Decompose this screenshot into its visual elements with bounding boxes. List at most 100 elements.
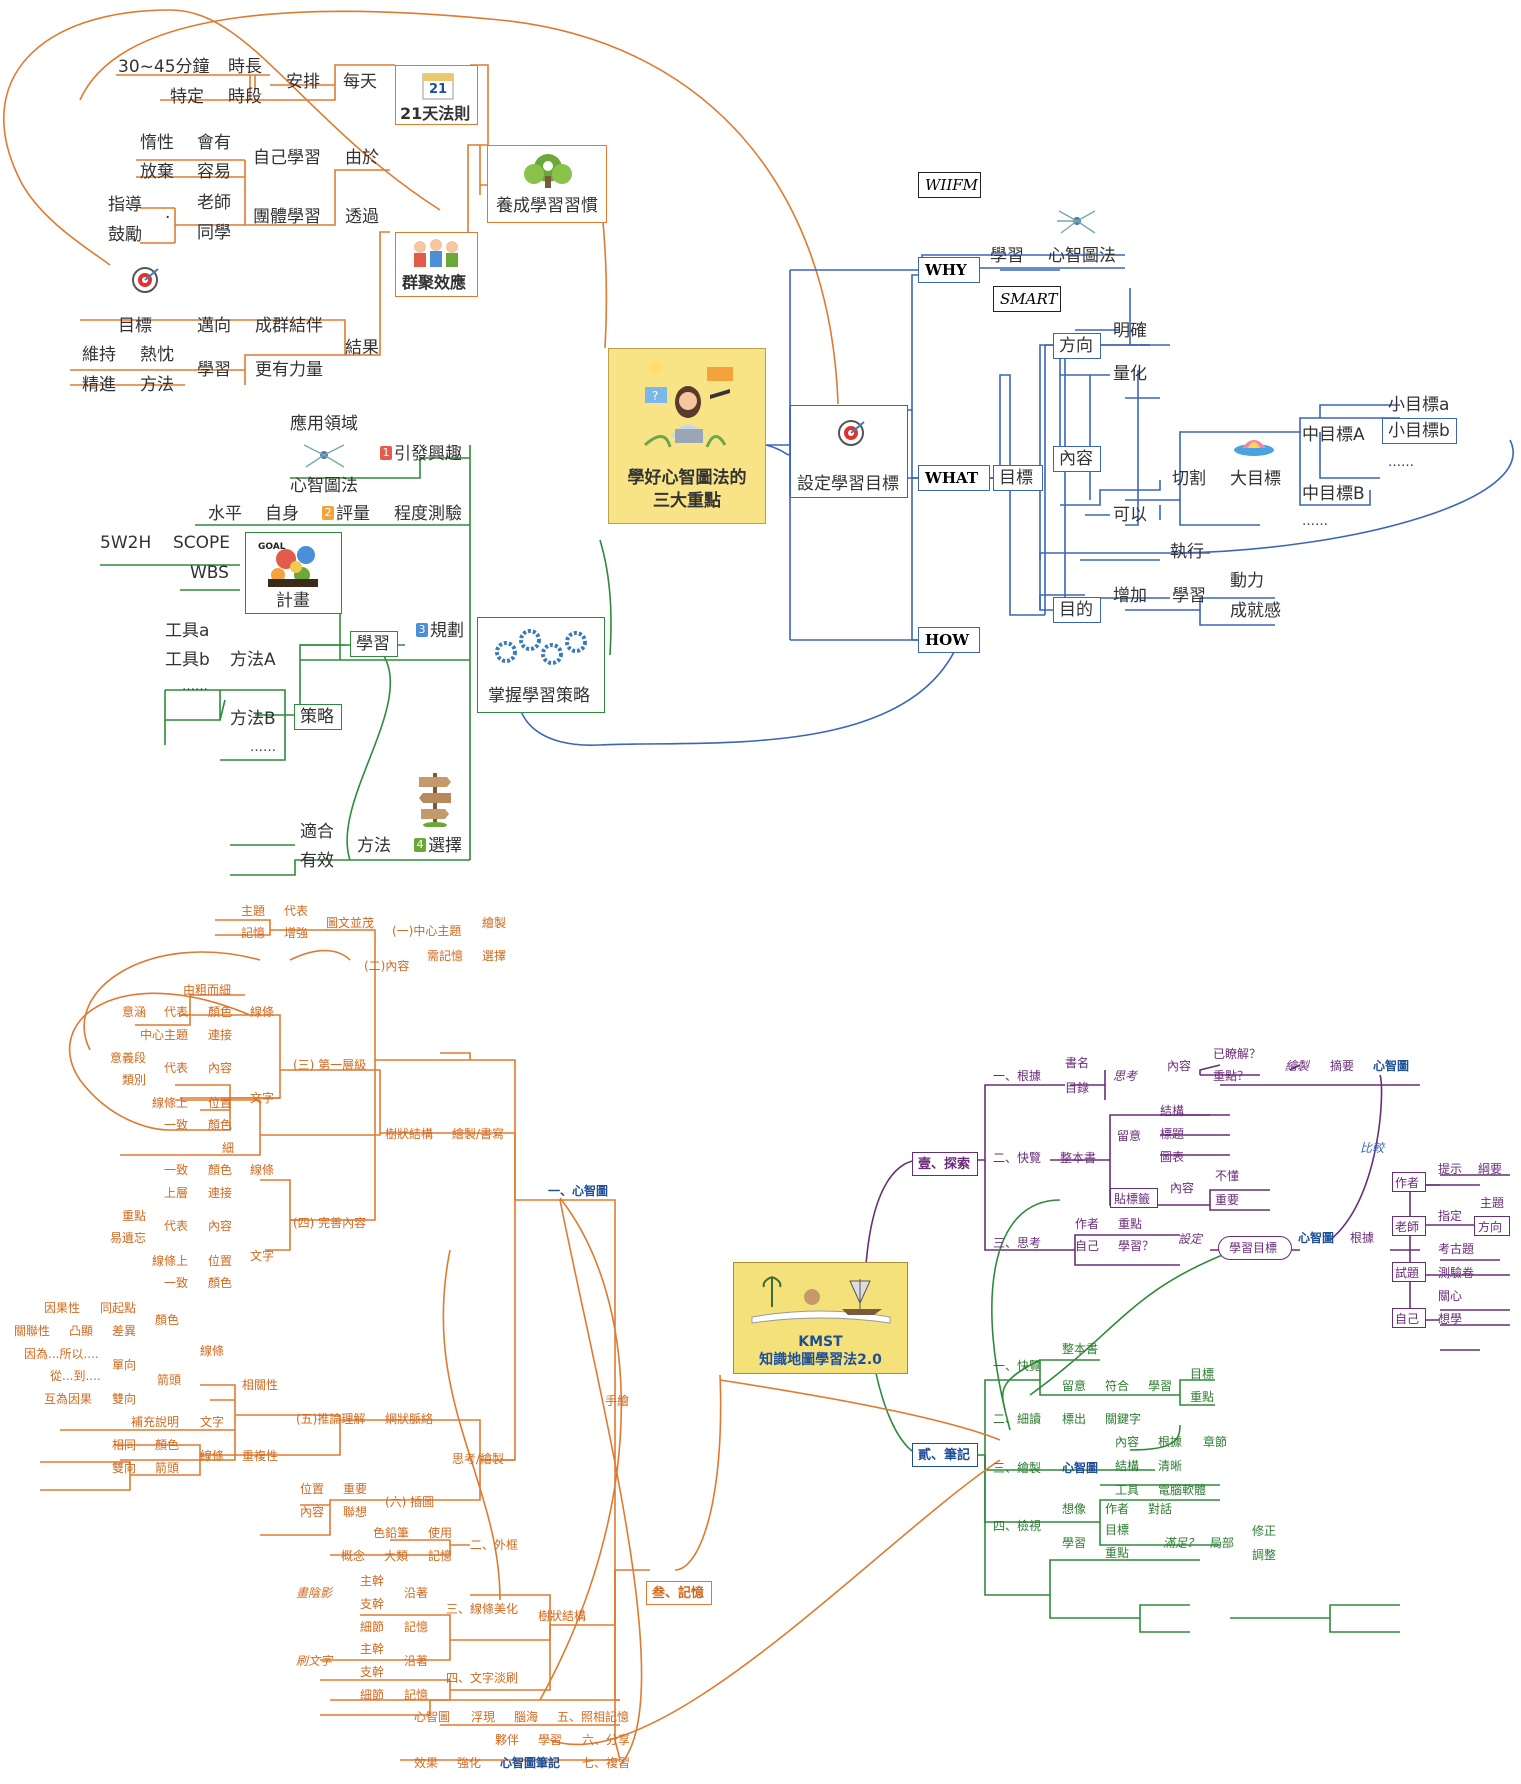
m-from-to: 從...到....	[50, 1369, 101, 1383]
m-draw: 繪製	[482, 916, 507, 930]
m-hand: 手繪	[605, 1394, 630, 1408]
strategy-title: 掌握學習策略	[488, 686, 590, 706]
bookname: 書名	[1065, 1056, 1090, 1070]
m-complete: (四) 完善內容	[293, 1216, 367, 1230]
self2: 自己	[1395, 1312, 1420, 1326]
rule21-title: 21天法則	[400, 104, 471, 123]
center-topic-map2[interactable]: KMST 知識地圖學習法2.0	[733, 1262, 908, 1374]
m-color2: 顏色	[208, 1118, 233, 1132]
group-people-icon	[414, 239, 458, 267]
m-consistent3: 一致	[164, 1276, 189, 1290]
m-thin: 細	[222, 1141, 235, 1155]
increase: 增加	[1113, 586, 1147, 606]
self-learning: 自己學習	[253, 148, 321, 168]
passion: 熱忱	[140, 345, 174, 365]
cluster-node[interactable]: 群聚效應	[395, 232, 478, 297]
n-review-label: 四、檢視	[993, 1519, 1042, 1533]
direction2: 方向	[1478, 1220, 1503, 1234]
s5w2h: 5W2H	[100, 533, 152, 553]
maintain: 維持	[82, 345, 116, 365]
wiifm-label: WIIFM	[925, 176, 979, 194]
target-icon	[132, 267, 159, 293]
m-partner: 夥伴	[495, 1733, 520, 1747]
every-day: 每天	[343, 72, 377, 92]
effective: 有效	[300, 851, 334, 871]
evaluate-label: 評量	[336, 504, 370, 524]
m-represent2: 代表	[164, 1005, 189, 1019]
strategy-node[interactable]: 掌握學習策略	[477, 617, 605, 713]
m-convex: 凸顯	[69, 1324, 94, 1338]
n-mindmap: 心智圖	[1062, 1461, 1099, 1475]
target-arrow-icon	[838, 420, 865, 446]
explore-node[interactable]: 壹、探索	[912, 1152, 978, 1176]
lazy: 惰性	[140, 133, 174, 153]
result: 結果	[345, 338, 379, 358]
notes-node[interactable]: 貳、筆記	[912, 1443, 978, 1467]
open-book-ship-icon	[751, 1276, 891, 1324]
memory-title: 叁、記憶	[652, 1586, 705, 1601]
learn: 學習	[197, 360, 231, 380]
n-partial: 局部	[1210, 1536, 1235, 1550]
wiifm-tag: WIIFM	[918, 172, 981, 198]
learning-goal-node[interactable]: 學習目標	[1218, 1236, 1292, 1260]
learn-node[interactable]: 學習	[350, 631, 398, 657]
purpose-node[interactable]: 目的	[1053, 597, 1101, 623]
m-arrow1: 箭頭	[157, 1373, 182, 1387]
m-illustration: (六) 插圖	[385, 1495, 435, 1509]
basis-mindmap: 心智圖	[1373, 1059, 1410, 1073]
target-node[interactable]: 目標	[993, 465, 1043, 491]
student-with-laptop-icon: ?	[643, 360, 733, 448]
sticky-node[interactable]: 貼標籤	[1110, 1188, 1158, 1208]
method: 方法	[140, 375, 174, 395]
strategy-sub-node[interactable]: 策略	[294, 704, 342, 730]
m-share-learn: 學習	[538, 1733, 563, 1747]
what-node[interactable]: WHAT	[918, 465, 990, 491]
application-domain: 應用領域	[290, 414, 358, 434]
author2: 作者	[1395, 1176, 1420, 1190]
m-category: 類別	[122, 1073, 147, 1087]
calendar-day: 21	[429, 82, 448, 97]
why-node[interactable]: WHY	[918, 257, 980, 283]
m-common: 同起點	[100, 1301, 137, 1315]
duration-value: 30~45分鐘	[118, 57, 210, 77]
sticky-content: 內容	[1170, 1181, 1195, 1195]
via: 透過	[345, 207, 379, 227]
quiz: 測驗卷	[1438, 1266, 1475, 1280]
memory-node[interactable]: 叁、記憶	[646, 1581, 712, 1605]
basis-content: 內容	[1167, 1059, 1192, 1073]
direction-node[interactable]: 方向	[1053, 333, 1101, 359]
badge-3: 3	[416, 623, 428, 637]
want: 想學	[1438, 1312, 1463, 1326]
habit-node[interactable]: 養成學習習慣	[487, 145, 607, 223]
can: 可以	[1113, 505, 1147, 525]
m-trunk1: 主幹	[360, 1574, 385, 1588]
rule21-node[interactable]: 21 21天法則	[395, 65, 478, 125]
m-enhance: 增強	[284, 926, 309, 940]
strategy-sub: 策略	[300, 707, 334, 727]
encourage: 鼓勵	[108, 225, 142, 245]
plan-node[interactable]: GOAL 計畫	[245, 532, 342, 614]
mid-goal-b: 中目標B	[1302, 484, 1365, 504]
content-node[interactable]: 內容	[1053, 446, 1101, 472]
classmate: 同學	[197, 223, 231, 243]
teacher-node[interactable]: 老師	[1392, 1216, 1426, 1236]
self2-node[interactable]: 自己	[1392, 1308, 1426, 1328]
m-represent4: 代表	[164, 1219, 189, 1233]
think-key: 重點	[1118, 1217, 1143, 1231]
direction2-node[interactable]: 方向	[1474, 1216, 1510, 1236]
how-node[interactable]: HOW	[918, 627, 980, 653]
badge-1: 1	[380, 446, 392, 460]
teacher2: 老師	[1395, 1220, 1420, 1234]
author-node[interactable]: 作者	[1392, 1172, 1426, 1192]
important: 重要	[1215, 1193, 1240, 1207]
think-italic: 思考	[1113, 1069, 1138, 1083]
m-brain: 腦海	[514, 1710, 539, 1724]
small-goal-b-node[interactable]: 小目標b	[1382, 418, 1457, 444]
m-need-mem: 需記憶	[427, 949, 464, 963]
m-single: 單向	[112, 1358, 137, 1372]
n-author: 作者	[1105, 1502, 1130, 1516]
n-chapter: 章節	[1203, 1435, 1228, 1449]
goal-node[interactable]: 設定學習目標	[790, 405, 908, 498]
exam-node[interactable]: 試題	[1392, 1262, 1426, 1282]
center-topic-map1[interactable]: ? 學好心智圖法的 三大重點	[608, 348, 766, 524]
